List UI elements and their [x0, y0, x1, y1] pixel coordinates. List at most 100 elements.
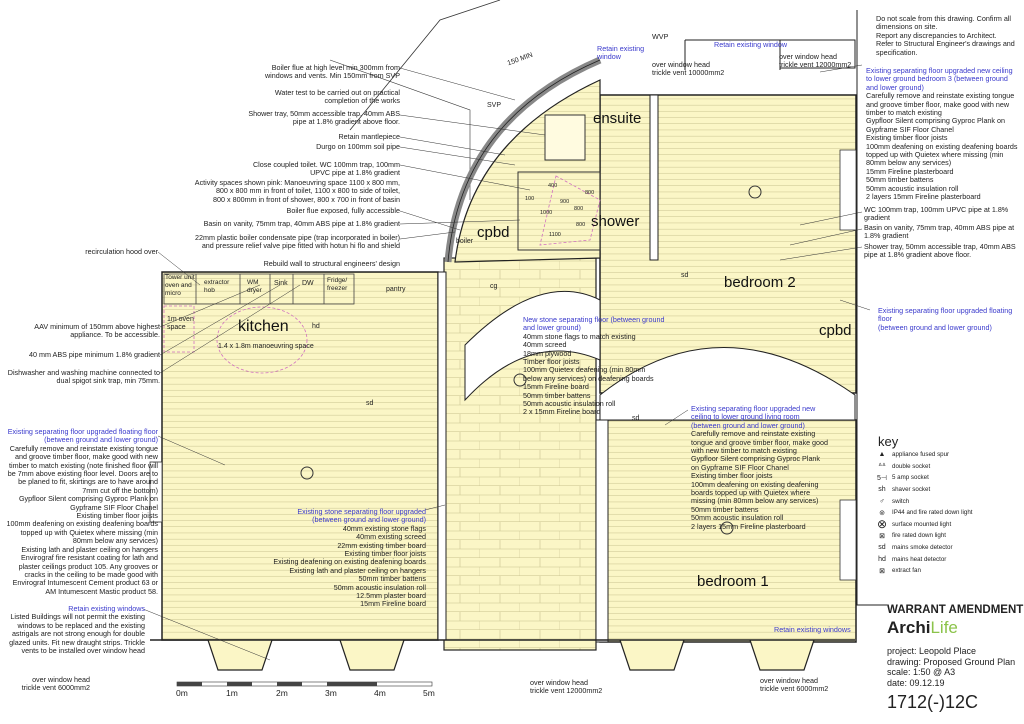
text-line: timber to match existing (note finished … [8, 460, 158, 470]
scale-label: 2m [276, 688, 288, 698]
text-line: and lower ground) [866, 82, 924, 92]
text-line: Gypframe SIF Floor Chanel [70, 502, 158, 512]
appliance-wm-dryer: WM dryer [247, 279, 262, 294]
scale-bar [176, 681, 433, 687]
text-line: trickle vent 12000mm2 [530, 686, 603, 696]
text-line: pipe at 1.8% gradient above floor. [292, 117, 400, 127]
text-line: surface mounted light [892, 520, 952, 528]
text-line: 50mm acoustic insulation roll [523, 399, 616, 409]
kitchen-floor [161, 271, 439, 641]
dim-1100: 1100 [549, 232, 561, 238]
room-shower: shower [591, 213, 640, 230]
text-line: 2 layers 15mm Fireline plasterboard [866, 192, 981, 202]
text-line: Existing separating floor upgraded float… [878, 306, 1013, 315]
text-line: 1m oven [167, 316, 194, 323]
key-surface-light: ⊗ surface mounted light [872, 517, 1022, 532]
text-line: Existing deafening on existing deafening… [273, 557, 426, 567]
label-svp: SVP [487, 102, 502, 109]
text-line: Durgo on 100mm soil pipe [316, 142, 400, 151]
drawing-number: 1712(-)12C [887, 692, 979, 712]
text-line: over window head [779, 52, 837, 61]
key-5amp-socket: 5⊣ 5 amp socket [872, 472, 1022, 484]
text-line: plaster ceilings product 105. Any groove… [18, 561, 158, 571]
text-line: 50mm timber battens [523, 390, 591, 400]
text-line: 2 x 15mm Fireline board [523, 407, 601, 417]
text-line: over window head [32, 675, 90, 684]
text-line: UPVC pipe at 1.8% gradient [310, 168, 400, 178]
fire-downlight-icon: ⊠ [879, 532, 885, 540]
text-line: 1.8% gradient [864, 231, 909, 241]
switch-icon: ♂ [879, 497, 885, 505]
dim-800b: 800 [574, 206, 584, 212]
text-line: 15mm Fireline board [360, 599, 426, 609]
text-line: missing (min 80mm below any services) [691, 496, 819, 506]
appliance-sink: Sink [274, 280, 288, 287]
text-line: Activity spaces shown pink: Manoeuvring … [194, 178, 400, 187]
text-line: Retain mantlepiece [338, 132, 400, 141]
drawing-line: drawing: Proposed Ground Plan [887, 656, 1016, 667]
text-line: and groove timber floor, make good with … [14, 452, 158, 462]
text-line: over window head [530, 678, 588, 687]
dim-400: 400 [548, 183, 558, 189]
surface-light-icon [513, 373, 527, 387]
text-line: New stone separating floor (between grou… [523, 315, 665, 324]
text-line: Existing timber floor joists [866, 133, 948, 143]
surface-light-icon [300, 466, 314, 480]
activity-space [539, 175, 601, 246]
text-line: pipe at 1.8% gradient above floor. [864, 250, 972, 260]
text-line: and pressure relief valve pipe fitted wi… [201, 241, 400, 251]
text-line: Existing timber floor joists [344, 549, 426, 559]
text-line: Report any discrepancies to Architect. [876, 30, 997, 40]
text-line: 5 amp socket [892, 474, 929, 482]
text-line: trickle vent 10000mm2 [652, 68, 725, 78]
note-windows-left: Retain existing windows Listed Buildings… [9, 604, 145, 655]
note-shower-right: Shower tray, 50mm accessible trap, 40mm … [864, 242, 1016, 260]
text-line: astrigals are not strong enough for doub… [11, 629, 145, 639]
text-line: timber to match existing [866, 108, 942, 118]
text-line: trickle vent 12000mm2 [779, 60, 852, 70]
appliance-fridge-freezer: Fridge/ freezer [327, 277, 348, 292]
label-wvp: WVP [652, 32, 668, 41]
text-line: 80mm below any services) [72, 536, 158, 546]
5-amp-socket-icon: 5⊣ [877, 474, 887, 482]
text-line: (between ground and lower ground) [691, 420, 805, 430]
dim-800: 800 [585, 190, 595, 196]
text-line: (between ground and lower ground) [878, 322, 992, 332]
scale-label: 1m [226, 688, 238, 698]
text-line: trickle vent 6000mm2 [21, 683, 90, 693]
surface-light-icon: ⊗ [876, 517, 888, 532]
text-line: Boiler flue exposed, fully accessible [286, 206, 400, 215]
label-retain-window-2: Retain existing window [714, 40, 788, 49]
text-line: 50mm timber battens [358, 574, 426, 584]
text-line: completion of the works [324, 96, 400, 106]
text-line: 2 layers 15mm Fireline plasterboard [691, 521, 806, 531]
text-line: Existing lath and plaster ceiling on han… [289, 565, 426, 575]
text-line: Retain existing window [714, 40, 788, 49]
text-line: 12.5mm plaster board [356, 591, 426, 601]
text-line: topped up with Quietex where missing (mi… [866, 150, 1004, 160]
double-socket-icon: ᐞᐞ [878, 463, 886, 471]
room-bedroom-1: bedroom 1 [697, 573, 769, 590]
text-line: Retain existing [597, 44, 645, 53]
scale-label: 4m [374, 688, 386, 698]
dim-100: 100 [525, 196, 535, 202]
key-fused-spur: ▲appliance fused spur [872, 449, 1022, 461]
room-bedroom-2: bedroom 2 [724, 274, 796, 291]
text-line: topped up with Quietex where missing (mi… [20, 527, 158, 537]
text-line: Shower tray, 50mm accessible trap, 40mm … [248, 109, 400, 118]
note-abs-pipe: 40 mm ABS pipe minimum 1.8% gradient [29, 350, 160, 359]
note-dishwasher: Dishwasher and washing machine connected… [8, 368, 160, 386]
text-line: be planed to fit, skirtings are to have … [18, 477, 158, 487]
text-line: 40mm existing screed [356, 532, 426, 542]
warrant-amendment: WARRANT AMENDMENT [887, 604, 1024, 616]
scale-line: scale: 1:50 @ A3 [887, 667, 956, 677]
